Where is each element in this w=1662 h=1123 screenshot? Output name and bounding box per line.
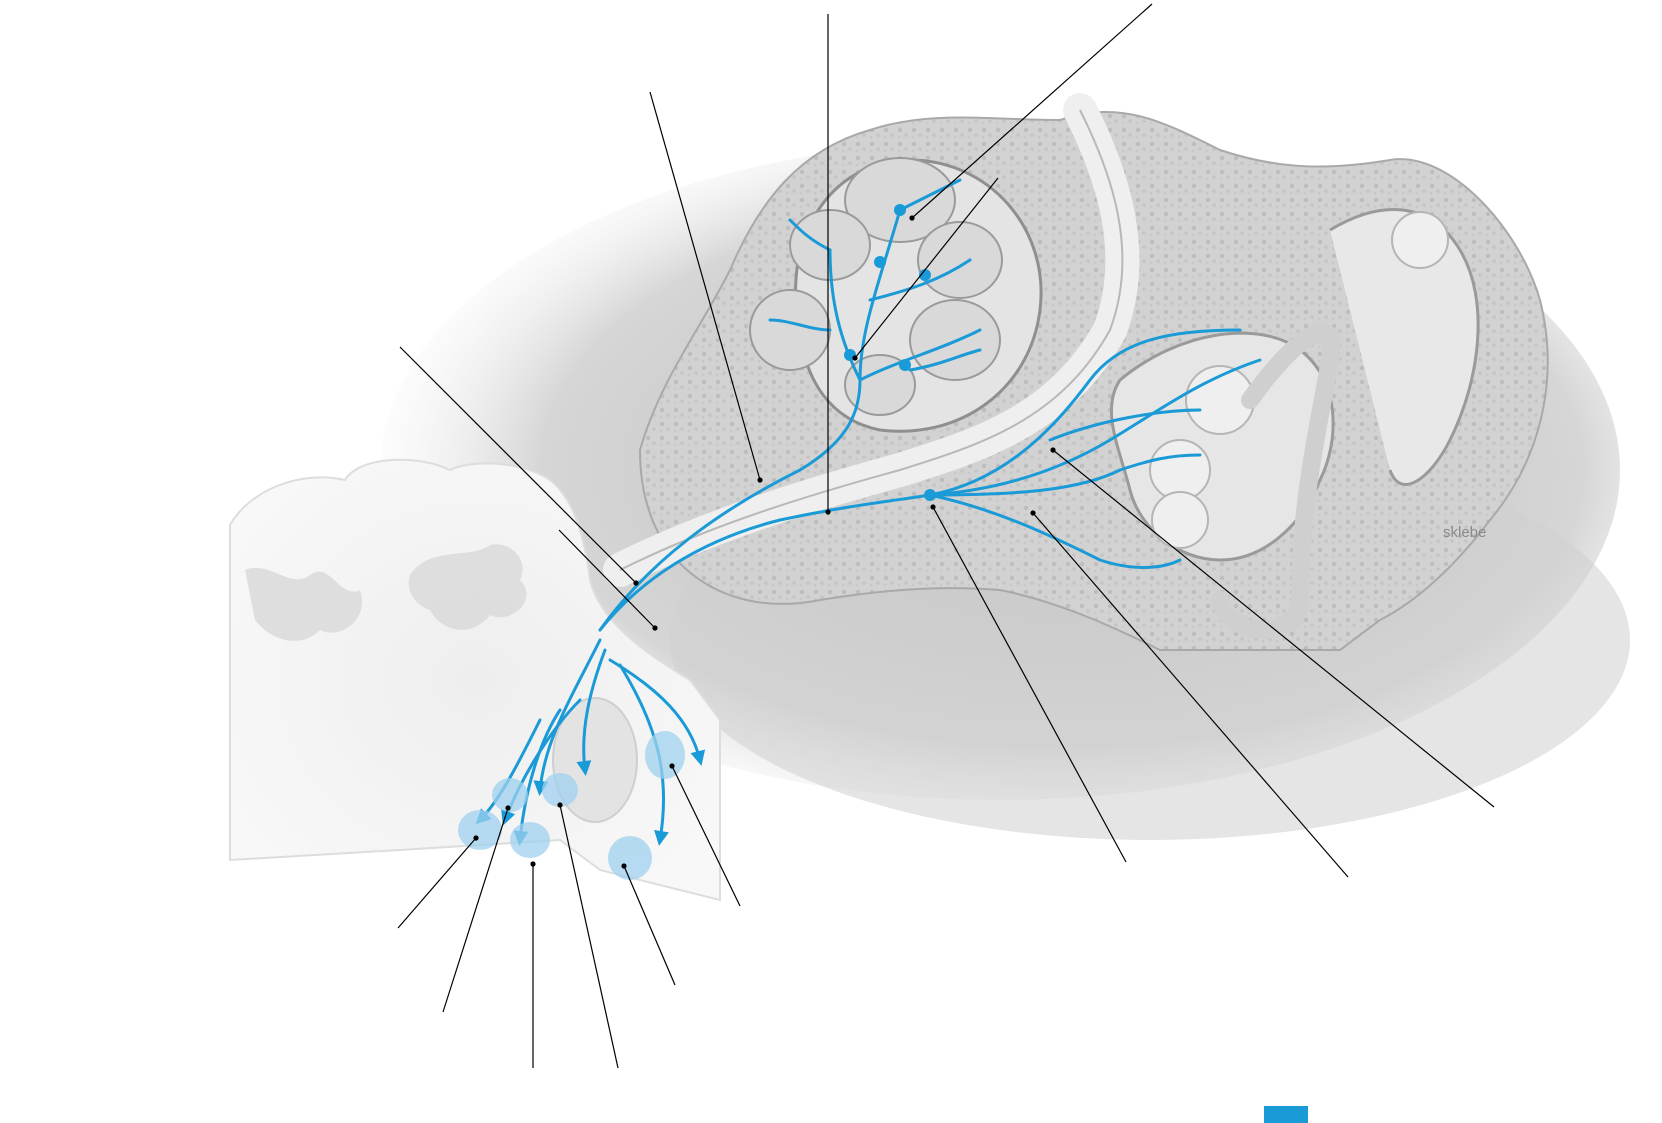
cochlea — [749, 157, 1043, 433]
leader-13 — [559, 804, 619, 1069]
ampulla — [1151, 491, 1209, 549]
posterior-ampulla — [1391, 211, 1449, 269]
brain-fold-left — [245, 567, 362, 641]
legend-swatch — [1264, 1106, 1308, 1123]
vestibule — [1109, 208, 1480, 639]
nucleus-3 — [510, 822, 550, 858]
leader-5 — [399, 346, 637, 584]
cochlear-ganglia — [844, 204, 931, 371]
leader-6 — [558, 529, 656, 629]
meatus-edge — [619, 109, 1124, 571]
vestibular-ganglion — [924, 489, 936, 501]
leader-4 — [854, 177, 999, 359]
artist-signature: sklebe — [1443, 524, 1486, 541]
nucleus-5 — [645, 731, 685, 779]
leader-7 — [932, 506, 1127, 863]
semicircular-canal — [1211, 323, 1341, 639]
posterior-canal — [1329, 208, 1480, 486]
leader-dots — [473, 215, 1056, 869]
leader-1 — [649, 91, 761, 481]
brainstem-nuclei — [458, 731, 685, 880]
nucleus-1 — [458, 810, 502, 850]
nucleus-2 — [492, 778, 528, 812]
leader-8 — [1032, 512, 1349, 878]
leader-15 — [671, 765, 741, 907]
leader-9 — [1052, 449, 1495, 808]
leader-11 — [442, 807, 509, 1013]
leader-10 — [397, 837, 477, 929]
brain-fold-right — [408, 544, 527, 630]
leader-lines — [397, 3, 1495, 1069]
leader-3 — [911, 3, 1153, 219]
nucleus-6 — [608, 836, 652, 880]
leader-14 — [623, 865, 676, 986]
cochlear-nerve — [598, 178, 982, 632]
nucleus-4 — [542, 773, 578, 807]
temporal-bone — [603, 93, 1549, 651]
